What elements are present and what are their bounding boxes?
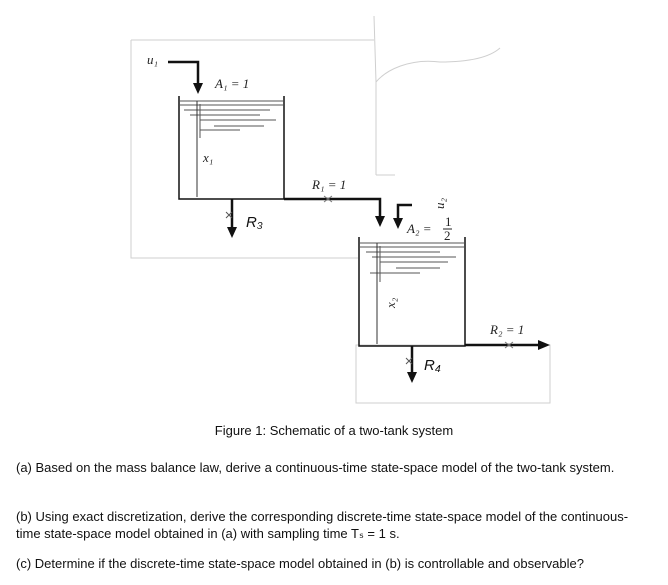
label-u2: u₂	[432, 198, 447, 210]
label-r1: R₁ = 1	[311, 177, 346, 192]
label-a2-prefix: A₂ =	[406, 221, 431, 236]
label-u1: u₁	[147, 52, 158, 67]
label-a2-denominator: 2	[444, 228, 451, 243]
question-a-label: (a)	[16, 460, 32, 475]
label-a1: A₁ = 1	[214, 76, 249, 91]
label-a2-numerator: 1	[445, 214, 452, 229]
label-r3: R₃	[246, 214, 263, 231]
question-b: (b) Using exact discretization, derive t…	[16, 508, 648, 542]
two-tank-schematic: u₁ A₁ = 1 x₁ R₁ = 1 R₃ u₂ A₂ = 1 2 x₂ R₂…	[130, 15, 551, 404]
r1-connecting-pipe	[284, 195, 385, 227]
question-a: (a) Based on the mass balance law, deriv…	[16, 459, 648, 476]
question-c: (c) Determine if the discrete-time state…	[16, 555, 648, 572]
label-r2: R₂ = 1	[489, 322, 524, 337]
figure-caption: Figure 1: Schematic of a two-tank system	[214, 423, 454, 438]
label-x2: x₂	[383, 297, 398, 309]
r4-outflow-arrow	[405, 346, 417, 383]
u1-inflow-arrow	[168, 60, 203, 94]
r2-outflow-arrow	[465, 340, 550, 350]
question-a-text: Based on the mass balance law, derive a …	[35, 460, 615, 475]
question-c-text: Determine if the discrete-time state-spa…	[34, 556, 584, 571]
u2-inflow-arrow	[393, 203, 412, 229]
background-frames	[130, 15, 551, 404]
tank-1	[178, 96, 285, 200]
tank-1-water-surface	[180, 100, 283, 131]
tank-2-water-surface	[360, 242, 464, 274]
label-x1: x₁	[202, 150, 213, 165]
question-c-label: (c)	[16, 556, 32, 571]
question-b-text: Using exact discretization, derive the c…	[16, 509, 629, 541]
question-b-label: (b)	[16, 509, 32, 524]
tank-2	[358, 237, 466, 347]
r3-outflow-arrow	[225, 199, 237, 238]
label-r4: R₄	[424, 357, 441, 374]
